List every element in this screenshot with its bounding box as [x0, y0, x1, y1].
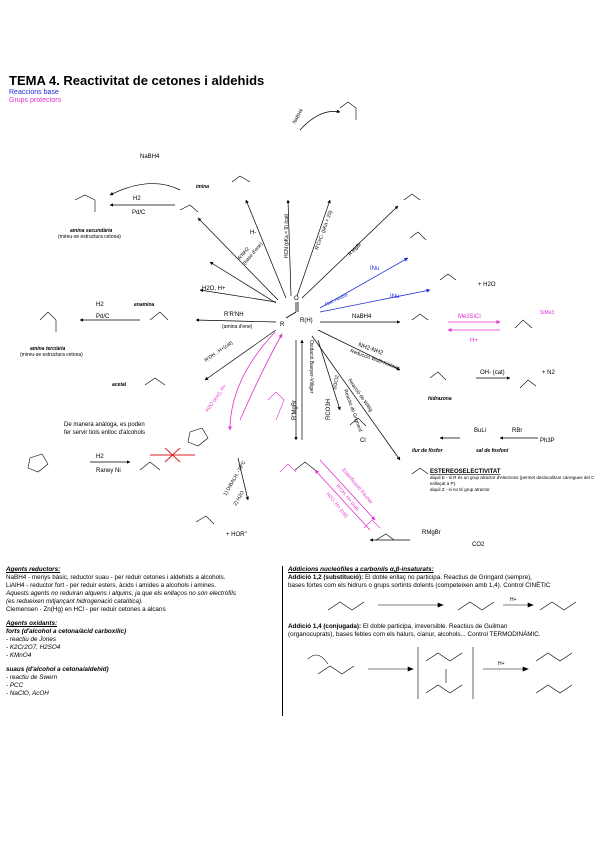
addition-12-scheme: H+	[327, 597, 577, 611]
svg-text:hidrazona: hidrazona	[428, 396, 452, 402]
svg-text:(amina d'ene): (amina d'ene)	[222, 324, 253, 330]
svg-text:SiMe3: SiMe3	[540, 310, 554, 316]
svg-text:Me3SiCl: Me3SiCl	[458, 314, 481, 320]
arrow-to-h2o	[199, 288, 277, 303]
legend-base-reactions: Reaccions base	[9, 89, 59, 96]
arrow-to-cyanohydrin	[286, 199, 292, 297]
svg-text:De manera anàloga, es poden: De manera anàloga, es poden	[64, 422, 145, 428]
svg-text:ilur de fòsfor: ilur de fòsfor	[412, 448, 444, 454]
svg-text:R'OH , H+(cat): R'OH , H+(cat)	[204, 340, 235, 364]
molecule-sketches	[27, 101, 537, 541]
svg-text:+ H2O: + H2O	[478, 282, 496, 288]
svg-text:H-: H-	[250, 230, 256, 236]
svg-text:OH- (cat): OH- (cat)	[480, 370, 505, 376]
arrow-to-tertiary-alcohol	[301, 205, 399, 299]
svg-text:R: R	[280, 322, 285, 328]
svg-text:HCN (pKa = 9) (cat): HCN (pKa = 9) (cat)	[284, 213, 290, 258]
svg-text:imina: imina	[196, 184, 209, 190]
oxidants-title: Agents oxidants:	[6, 620, 58, 627]
svg-text:SOCl2: SOCl2	[332, 375, 341, 391]
svg-text:RCO3H: RCO3H	[326, 399, 332, 420]
right-notes: Addicions nucleòfiles a carbonils α,β-in…	[288, 566, 593, 712]
label-amina-secundaria: amina secundària	[70, 228, 112, 234]
svg-text:Ph3P: Ph3P	[540, 438, 555, 444]
svg-text:(mireu-se estructura cetona): (mireu-se estructura cetona)	[20, 352, 83, 358]
svg-text:Nuc neutre: Nuc neutre	[324, 292, 349, 308]
arrow-imine-to-amine	[109, 183, 181, 196]
arrow-to-alkene	[311, 335, 401, 461]
arrow-to-enamine	[195, 318, 277, 323]
svg-text:H+: H+	[498, 661, 505, 667]
svg-text:INu: INu	[390, 294, 399, 300]
svg-text:R'R'NH: R'R'NH	[224, 312, 244, 318]
svg-text:R'MgBr: R'MgBr	[347, 241, 363, 257]
svg-text:Pd/C: Pd/C	[96, 314, 110, 320]
svg-text:acetal: acetal	[112, 382, 127, 388]
svg-text:Cl: Cl	[360, 438, 366, 444]
central-carbonyl: O R R(H)	[280, 296, 313, 328]
pink-arrows	[228, 320, 501, 531]
svg-text:INu: INu	[370, 266, 379, 272]
svg-text:(mireu-se estructura cetona): (mireu-se estructura cetona)	[58, 234, 121, 240]
svg-text:NaBH4: NaBH4	[352, 314, 372, 320]
svg-text:+ HOR'': + HOR''	[226, 532, 247, 538]
addition-14-scheme: H+	[307, 647, 573, 699]
arrow-to-hydrazone	[317, 329, 401, 371]
label-estereoselectivitat: ESTEREOSELECTIVITAT	[430, 469, 501, 475]
blue-arrows	[319, 257, 431, 313]
arrow-to-acetal	[204, 329, 277, 381]
svg-text:fer servir tiols enlloc d'alco: fer servir tiols enlloc d'alcohols	[64, 430, 145, 436]
svg-text:amina terciària: amina terciària	[30, 346, 66, 352]
arrow-to-imine	[197, 217, 279, 301]
reaction-scheme: O R R(H)	[20, 101, 594, 548]
svg-text:CO2: CO2	[472, 542, 485, 548]
svg-text:+ N2: + N2	[542, 370, 556, 376]
center-label: R(H)	[300, 318, 313, 324]
arrow-to-alcohol-top	[245, 199, 287, 299]
arrow-from-acyl-chloride	[317, 339, 341, 411]
svg-text:H+: H+	[470, 338, 478, 344]
svg-text:NaBH4: NaBH4	[292, 108, 305, 125]
svg-text:1) DIBALH, -78ºC: 1) DIBALH, -78ºC	[223, 460, 248, 497]
svg-text:RMgBr: RMgBr	[422, 530, 441, 536]
left-notes: Agents reductors: NaBH4 - menys bàsic, r…	[6, 566, 278, 698]
svg-text:Raney Ni: Raney Ni	[96, 468, 121, 474]
svg-text:H2O, H+: H2O, H+	[202, 286, 226, 292]
additions-title: Addicions nucleòfiles a carbonils α,β-in…	[288, 566, 434, 573]
svg-text:R'MgBr: R'MgBr	[292, 400, 298, 420]
svg-text:2) H2O: 2) H2O	[233, 490, 246, 507]
red-cross-arrow	[150, 447, 195, 463]
svg-text:RBr: RBr	[512, 428, 522, 434]
svg-text:R'C≡C- (pKa = 25): R'C≡C- (pKa = 25)	[314, 210, 334, 251]
svg-text:H2: H2	[96, 302, 104, 308]
svg-text:BuLi: BuLi	[474, 428, 486, 434]
reductors-title: Agents reductors:	[6, 566, 61, 573]
arrow-to-alkynol	[296, 199, 331, 297]
svg-text:H2: H2	[96, 454, 104, 460]
svg-text:sal de fosfoni: sal de fosfoni	[476, 448, 509, 454]
svg-text:H2: H2	[133, 196, 141, 202]
svg-text:Pd/C: Pd/C	[132, 210, 146, 216]
svg-text:O: O	[294, 296, 299, 302]
notes-divider	[282, 566, 283, 716]
arrow-to-h-minus	[209, 261, 277, 304]
svg-text:H+: H+	[510, 597, 517, 603]
svg-text:Oxidació Baeyer-Villiger: Oxidació Baeyer-Villiger	[308, 340, 314, 394]
label-nabh4-top: NaBH4	[140, 154, 160, 160]
page-title: TEMA 4. Reactivitat de cetones i aldehid…	[9, 73, 265, 88]
radial-arrows	[79, 109, 538, 542]
legend-protecting-groups: Grups protectors	[9, 97, 62, 104]
svg-text:H2O (exc), H+: H2O (exc), H+	[205, 383, 228, 413]
svg-text:enamina: enamina	[134, 302, 155, 308]
